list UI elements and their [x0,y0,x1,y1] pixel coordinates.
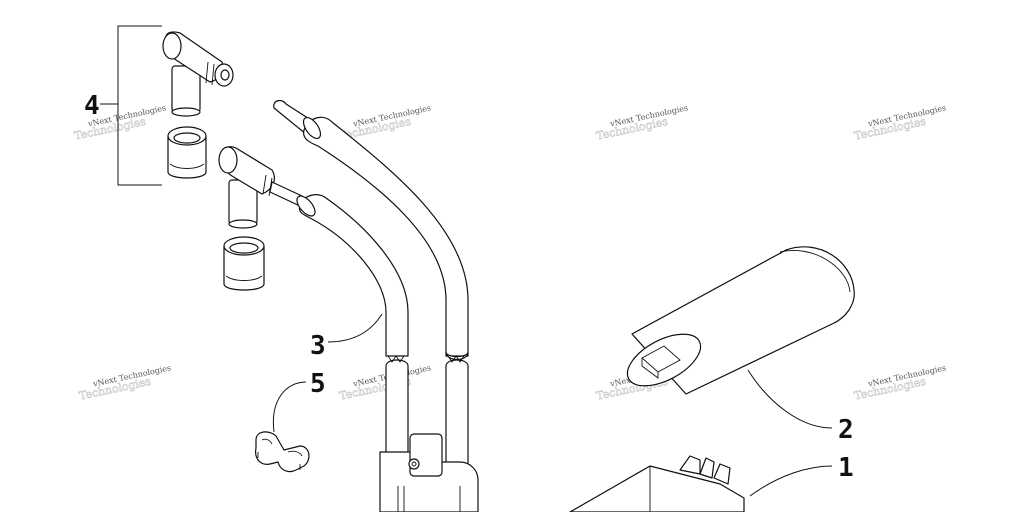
watermark-4: Technologies vNext Technologies [853,103,947,143]
part-1-leader [749,465,833,497]
coil-cover [626,246,855,395]
wire-clip [255,431,310,473]
spark-plug-cap-lower [218,146,303,229]
callout-4: 4 [84,91,100,121]
watermark-3: Technologies vNext Technologies [595,103,689,143]
part-2-leader [747,369,833,429]
callout-3: 3 [310,331,326,361]
callout-5: 5 [310,369,326,399]
ignition-wires [273,99,469,471]
part-4-bracket [117,25,162,186]
part-3-leader [327,313,383,343]
callout-2: 2 [838,415,854,445]
callout-1: 1 [838,453,854,483]
spark-plug-cap-upper [162,31,234,117]
cap-boot-lower [223,236,265,291]
watermark-8: Technologies vNext Technologies [853,363,947,403]
watermark-6: Technologies vNext Technologies [338,363,432,403]
part-5-leader [272,381,307,433]
ignition-coil [569,455,745,512]
coil-housing-base [379,433,479,512]
watermark-5: Technologies vNext Technologies [78,363,172,403]
cap-boot-upper [167,126,207,179]
